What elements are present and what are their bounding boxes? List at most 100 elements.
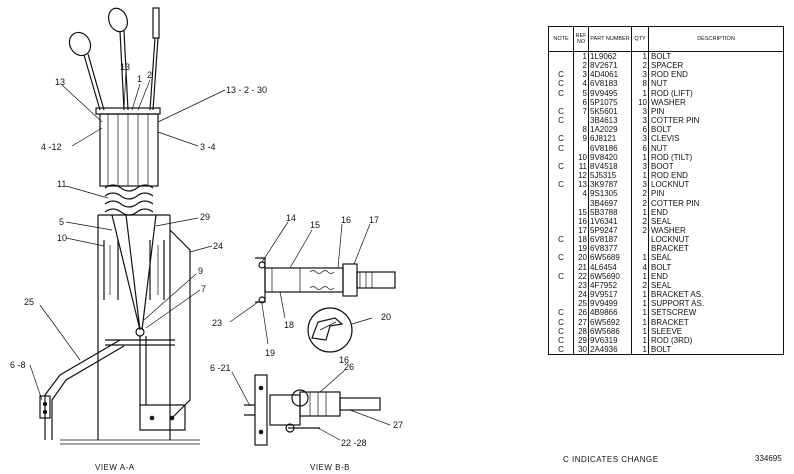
row-note	[548, 198, 574, 208]
callout-10: 10	[57, 233, 67, 243]
row-qty: 3	[631, 70, 649, 80]
callout-6-21: 6 -21	[210, 363, 231, 373]
callout-22-28: 22 -28	[341, 438, 367, 448]
row-description: NUT	[648, 79, 784, 89]
row-part-number: 9V9517	[588, 290, 632, 300]
row-note: C	[548, 70, 574, 80]
row-ref-no: 4	[573, 79, 589, 89]
view-aa-drawing	[39, 7, 200, 445]
leader-lines	[29, 69, 391, 441]
row-qty: 1	[631, 152, 649, 162]
row-ref-no: 2	[573, 61, 589, 71]
row-qty: 6	[631, 143, 649, 153]
row-ref-no: 10	[573, 152, 589, 162]
row-part-number: 8V2671	[588, 61, 632, 71]
row-note: C	[548, 106, 574, 117]
row-note: C	[548, 345, 574, 356]
row-part-number: 4B9866	[588, 308, 632, 318]
lever-knob-right	[152, 7, 160, 39]
row-part-number: 3B4697	[588, 198, 632, 208]
row-part-number: 4L6454	[588, 262, 632, 272]
view-bb-label: VIEW B-B	[310, 463, 350, 472]
row-qty: 2	[631, 216, 649, 226]
row-note	[548, 280, 574, 291]
row-qty: 1	[631, 207, 649, 217]
row-part-number: 5J5315	[588, 171, 632, 181]
row-qty: 1	[631, 290, 649, 300]
row-ref-no: 22	[573, 271, 589, 281]
row-part-number: 4D4061	[588, 70, 632, 80]
row-note: C	[548, 326, 574, 336]
row-ref-no: 24	[573, 290, 589, 300]
callout-11: 11	[57, 179, 66, 189]
parts-table-header-row: NOTE REF NO PART NUMBER QTY DESCRIPTION	[548, 26, 784, 52]
row-description: CLEVIS	[648, 134, 784, 144]
row-part-number: 1L9062	[588, 51, 632, 62]
row-description: BOLT	[648, 345, 784, 356]
row-ref-no: 19	[573, 244, 589, 254]
row-description: END	[648, 207, 784, 217]
view-aa-label: VIEW A-A	[95, 463, 135, 472]
row-qty: 1	[631, 335, 649, 345]
row-part-number: 9V9495	[588, 88, 632, 98]
view-bb-lower-drawing	[244, 374, 381, 446]
row-ref-no: 29	[573, 335, 589, 345]
callout-1: 1	[137, 74, 142, 84]
seal-detail-callout	[307, 307, 353, 353]
callout-25: 25	[24, 297, 34, 307]
row-note: C	[548, 79, 574, 89]
row-qty: 6	[631, 125, 649, 135]
row-note	[548, 61, 574, 71]
row-part-number: 2A4936	[588, 345, 632, 356]
row-qty: 3	[631, 134, 649, 144]
row-part-number: 3B4613	[588, 116, 632, 126]
row-part-number: 5K5601	[588, 106, 632, 117]
row-qty	[631, 244, 649, 254]
row-description: WASHER	[648, 97, 784, 107]
header-part-number: PART NUMBER	[588, 26, 632, 52]
row-note: C	[548, 335, 574, 345]
view-bb-upper-drawing	[255, 257, 396, 304]
callout-13b: 13	[120, 62, 130, 72]
row-description: SEAL	[648, 216, 784, 226]
callout-27: 27	[393, 420, 403, 430]
row-note: C	[548, 271, 574, 281]
row-description: ROD (3RD)	[648, 335, 784, 345]
row-note: C	[548, 88, 574, 98]
lever-knob-left	[68, 31, 92, 57]
row-ref-no: 13	[573, 180, 589, 190]
row-description: ROD (TILT)	[648, 152, 784, 162]
row-part-number: 5P1075	[588, 97, 632, 107]
row-description: BRACKET	[648, 317, 784, 327]
row-note: C	[548, 180, 574, 190]
row-description: END	[648, 271, 784, 281]
row-part-number: 6V8186	[588, 143, 632, 153]
row-qty: 2	[631, 198, 649, 208]
callout-16b: 16	[339, 355, 349, 365]
row-description: COTTER PIN	[648, 198, 784, 208]
row-qty: 3	[631, 180, 649, 190]
row-qty: 2	[631, 280, 649, 291]
row-ref-no: 27	[573, 317, 589, 327]
row-qty: 2	[631, 61, 649, 71]
row-ref-no: 30	[573, 345, 589, 356]
row-ref-no: 4	[573, 189, 589, 199]
row-note	[548, 225, 574, 236]
callout-6-8: 6 -8	[10, 360, 26, 370]
assembly-drawing: 13 13 1 2 13 - 2 - 30 4 -12 3 -4 11 5 29…	[10, 7, 403, 472]
